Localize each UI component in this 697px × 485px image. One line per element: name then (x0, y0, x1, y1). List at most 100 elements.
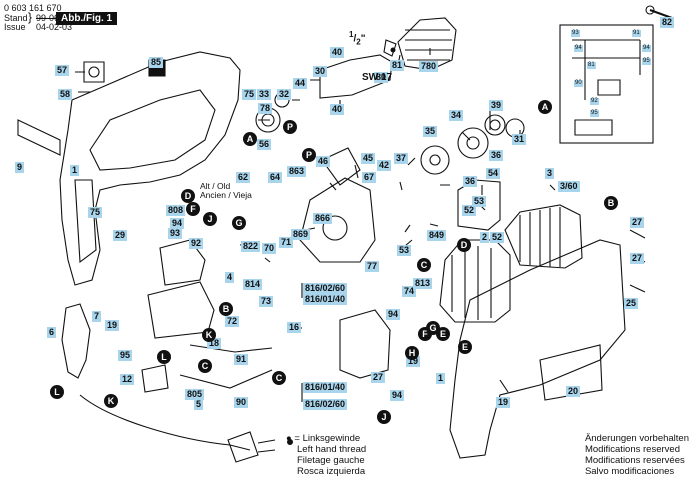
part-label-808: 808 (166, 205, 186, 216)
thread-legend: ● = Linksgewinde Left hand thread Fileta… (286, 433, 366, 477)
letter-callout-C3: C (272, 371, 286, 385)
part-label-33: 33 (257, 89, 272, 100)
chuck-screw (383, 39, 397, 57)
gear-34-hub (466, 136, 480, 150)
part-label-20: 20 (566, 386, 581, 397)
part-label-30: 30 (313, 66, 328, 77)
part-label-780: 780 (419, 61, 439, 72)
issue-date: 04-02-03 (36, 22, 73, 32)
letter-callout-C2: C (198, 359, 212, 373)
part-label-2: 2 (480, 232, 490, 243)
letter-callout-A2: A (538, 100, 552, 114)
part-label-35: 35 (423, 126, 438, 137)
housing-half (59, 51, 241, 286)
chuck-ribs (405, 29, 452, 61)
brush-holder-16 (339, 309, 391, 379)
screw-82-head (645, 5, 655, 15)
switch-plate-45 (321, 147, 361, 186)
old-label-line-1: Alt / Old (200, 181, 231, 191)
part-number: 0 603 161 670 (4, 3, 62, 13)
part-label-94c: 94 (390, 390, 405, 401)
wiring-label-3: 90 (574, 80, 583, 87)
stator-laminations (451, 246, 492, 320)
letter-callout-H1: H (405, 346, 419, 360)
part-label-37: 37 (394, 153, 409, 164)
part-label-46: 46 (316, 156, 331, 167)
old-label: Alt / Old Ancien / Vieja (200, 182, 252, 200)
letter-callout-D2: D (457, 238, 471, 252)
wiring-lines (572, 39, 641, 136)
part-label-1b: 1 (436, 373, 446, 384)
part-label-805: 805 (185, 389, 205, 400)
thread-legend-line-3: Filetage gauche (297, 455, 365, 466)
letter-callout-F1: F (186, 202, 200, 216)
mod-line-3: Modifications reservées (584, 455, 685, 466)
modifications-note: Änderungen vorbehalten Modifications res… (585, 433, 689, 477)
mod-line-2: Modifications reserved (584, 444, 680, 455)
stand-date: 99-06 (36, 13, 60, 23)
part-label-70: 70 (262, 243, 277, 254)
part-label-42: 42 (377, 160, 392, 171)
wrench-size: SW 17 (362, 72, 393, 83)
depth-stop-knob (83, 61, 105, 83)
part-label-57: 57 (55, 65, 70, 76)
part-label-92: 92 (189, 238, 204, 249)
part-label-71: 71 (279, 237, 294, 248)
part-label-6: 6 (47, 327, 57, 338)
part-label-36b: 36 (489, 150, 504, 161)
part-label-77: 77 (365, 261, 380, 272)
wiring-label-0: 93 (571, 30, 580, 37)
part-label-822: 822 (241, 241, 261, 252)
part-label-32: 32 (277, 89, 292, 100)
part-label-39: 39 (489, 100, 504, 111)
part-label-863: 863 (287, 166, 307, 177)
letter-callout-J1: J (203, 212, 217, 226)
letter-callout-G2: G (426, 321, 440, 335)
letter-callout-C1: C (417, 258, 431, 272)
letter-callout-L2: L (50, 385, 64, 399)
mod-line-4: Salvo modificaciones (584, 466, 675, 477)
part-label-78: 78 (258, 103, 273, 114)
part-label-36a: 36 (463, 176, 478, 187)
wiring-label-1: 91 (632, 30, 641, 37)
part-label-360: 3/60 (558, 181, 580, 192)
letter-callout-J2: J (377, 410, 391, 424)
wiring-label-7: 95 (642, 58, 651, 65)
chuck-size: 1/2" (349, 30, 366, 47)
part-label-75b: 75 (88, 207, 103, 218)
figure-label: Abb./Fig. 1 (56, 12, 118, 25)
plug (227, 431, 259, 463)
part-label-40b: 40 (330, 104, 345, 115)
part-label-54: 54 (486, 168, 501, 179)
issue-label: Issue (4, 22, 26, 32)
wiring-diagram-box (559, 24, 654, 144)
part-label-81640a: 816/01/40 (303, 294, 348, 305)
plug-pins (257, 439, 276, 453)
part-label-52a: 52 (462, 205, 477, 216)
part-label-67: 67 (362, 172, 377, 183)
part-label-19b: 19 (406, 356, 421, 367)
letter-callout-L1: L (157, 350, 171, 364)
letter-callout-K2: K (104, 394, 118, 408)
spindle (319, 54, 393, 99)
grip-6 (61, 303, 91, 379)
part-label-27a: 27 (630, 217, 645, 228)
part-label-93: 93 (168, 228, 183, 239)
part-label-29: 29 (113, 230, 128, 241)
gear-35 (420, 145, 450, 175)
part-label-12: 12 (120, 374, 135, 385)
old-label-line-2: Ancien / Vieja (200, 190, 252, 200)
gear-34 (457, 127, 489, 159)
part-label-80: 80 (374, 72, 389, 83)
part-label-94a: 94 (170, 218, 185, 229)
part-label-869: 869 (291, 229, 311, 240)
letter-callout-P1: P (283, 120, 297, 134)
letter-callout-G1: G (232, 216, 246, 230)
chuck-unit: " (360, 33, 366, 45)
part-label-75a: 75 (242, 89, 257, 100)
thread-legend-line-1: = Linksgewinde (294, 433, 361, 444)
part-label-849: 849 (427, 230, 447, 241)
housing-inner (89, 89, 216, 171)
nameplate-20 (539, 344, 603, 401)
